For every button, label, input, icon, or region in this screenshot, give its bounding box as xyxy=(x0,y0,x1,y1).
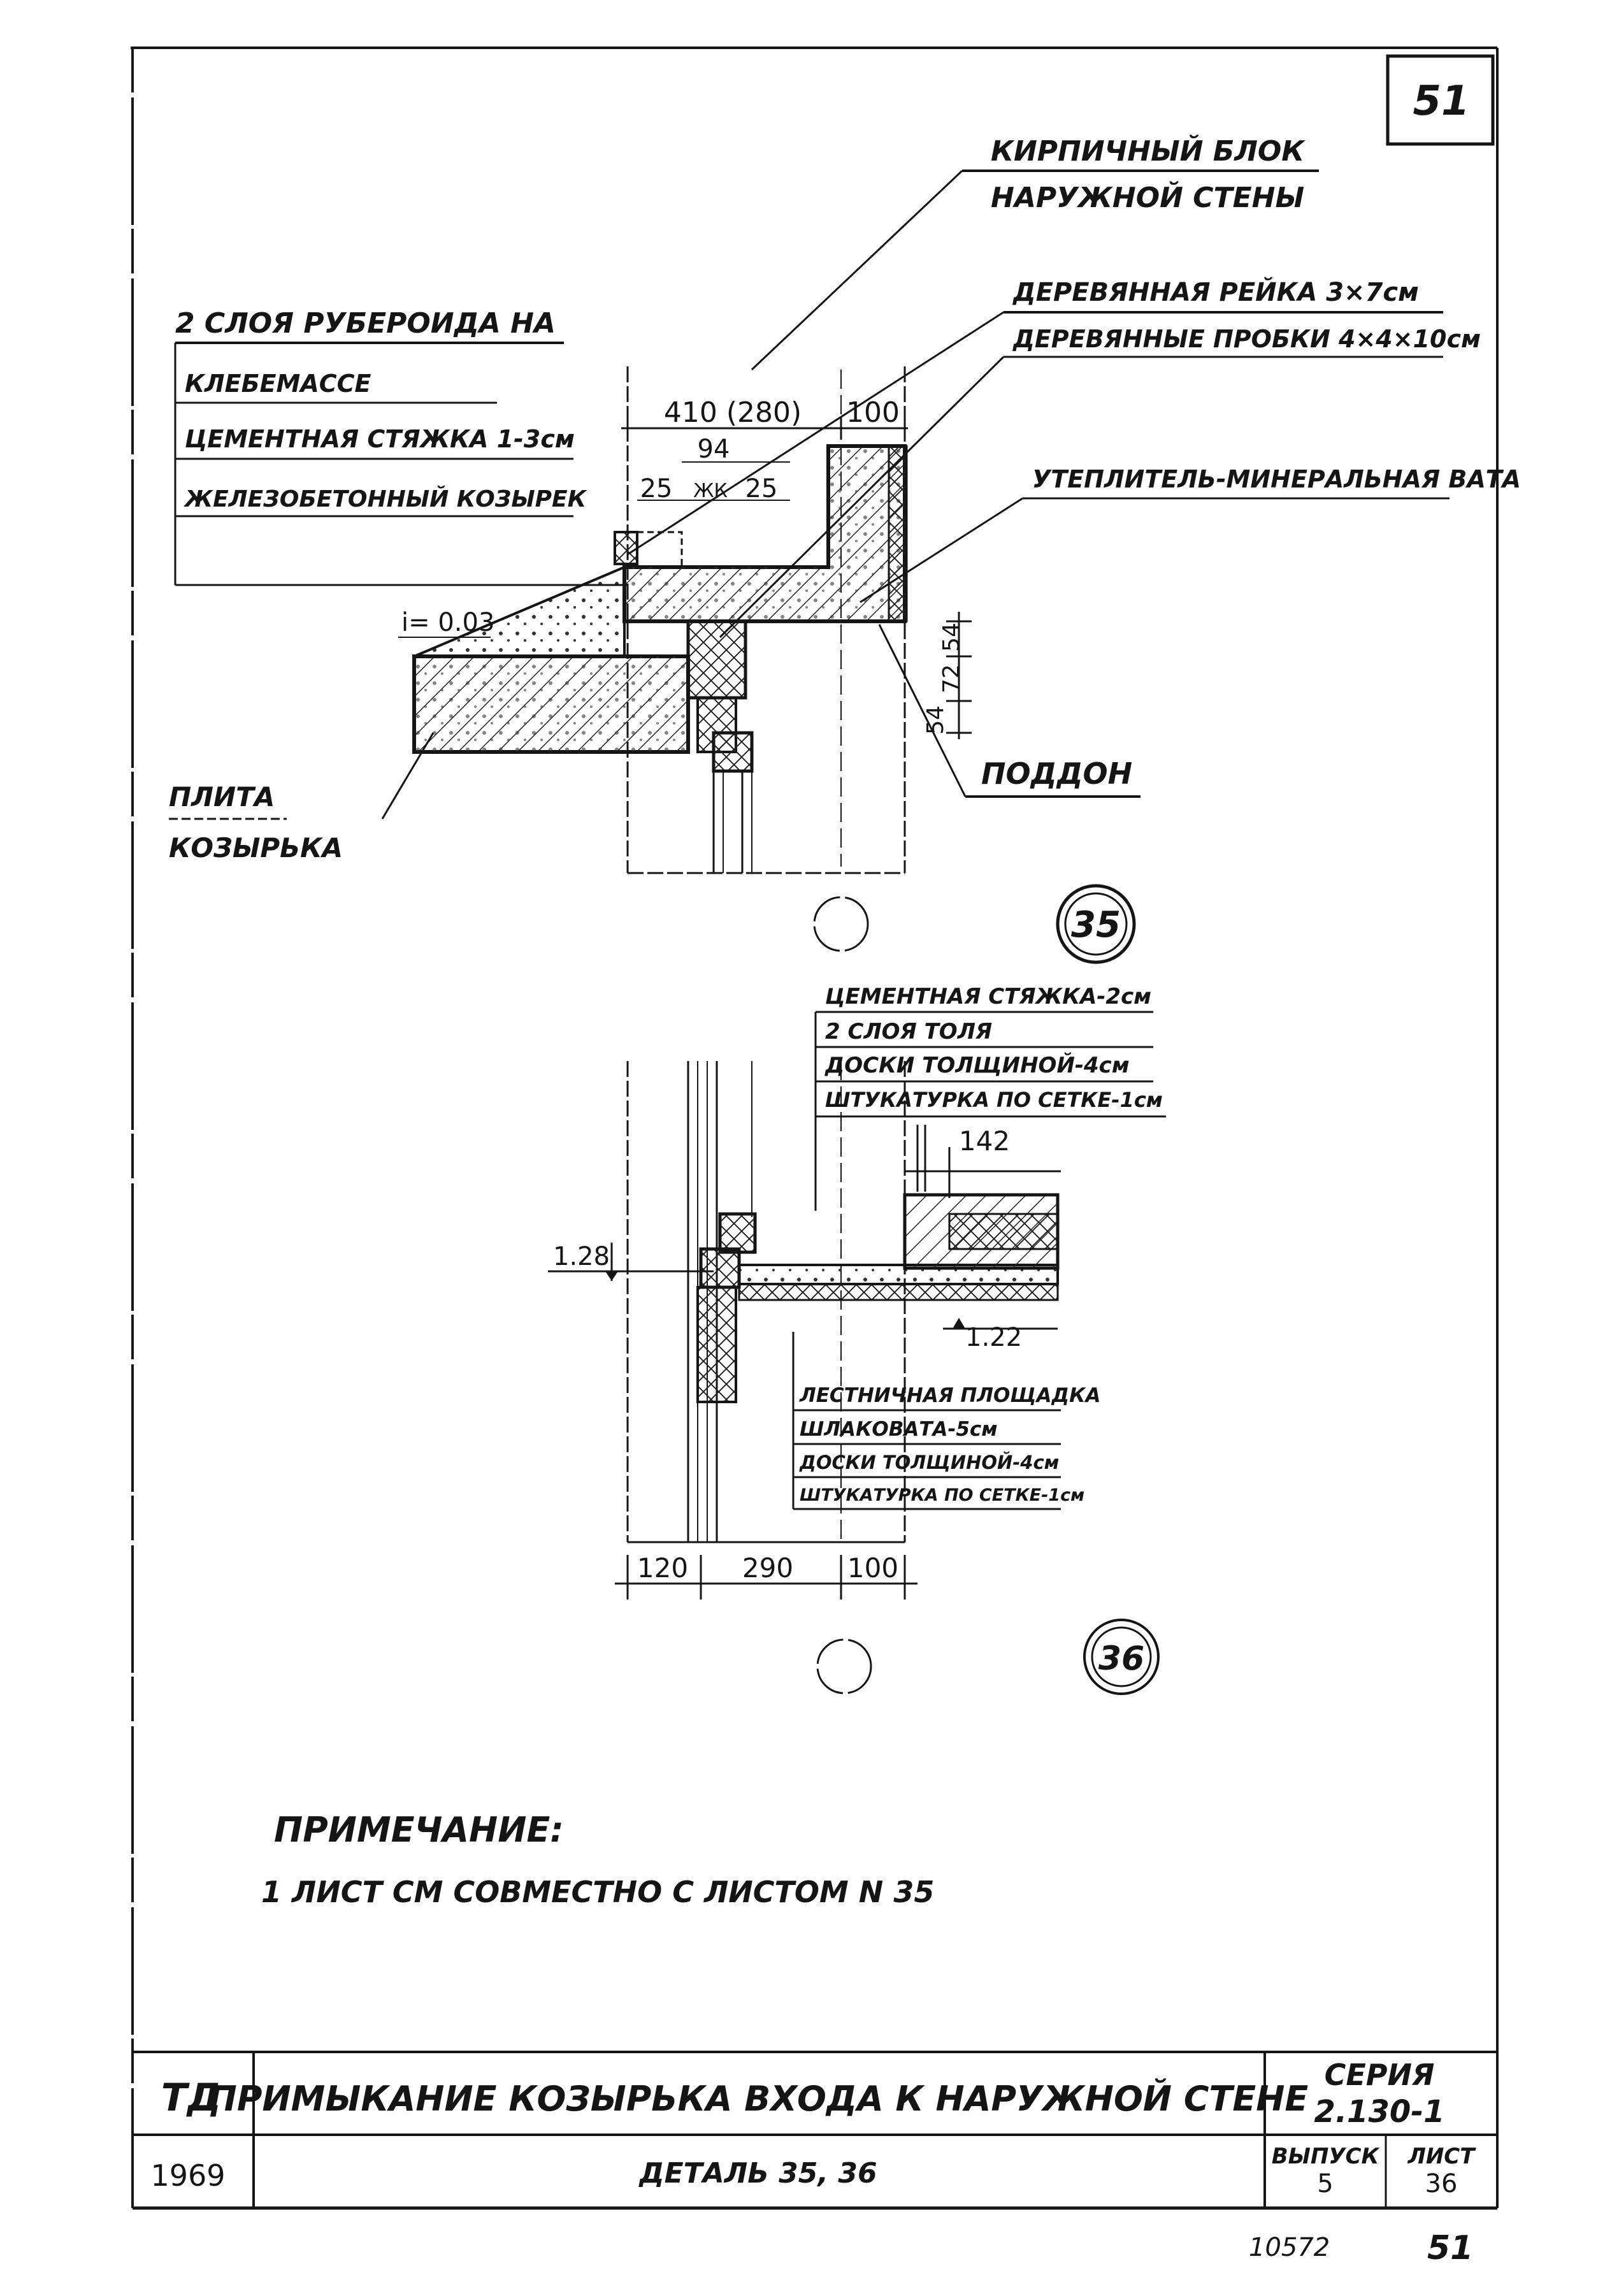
detail-35-layer-legend: 2 СЛОЯ РУБЕРОИДА НА КЛЕБЕМАССЕ ЦЕМЕНТНАЯ… xyxy=(174,307,628,586)
callout-insulation: УТЕПЛИТЕЛЬ-МИНЕРАЛЬНАЯ ВАТА xyxy=(1032,465,1521,493)
callout-slab-line1: ПЛИТА xyxy=(169,781,275,812)
top-layer-4: ШТУКАТУРКА ПО СЕТКЕ-1см xyxy=(825,1088,1163,1112)
series-label: СЕРИЯ xyxy=(1325,2058,1435,2092)
layer-2: КЛЕБЕМАССЕ xyxy=(185,370,371,398)
detail-35-number: 35 xyxy=(1071,904,1121,946)
layer-4: ЖЕЛЕЗОБЕТОННЫЙ КОЗЫРЕК xyxy=(183,486,587,512)
page-number: 51 xyxy=(1427,2229,1473,2267)
dim-left-offset: 25 xyxy=(640,474,673,503)
note-text: 1 ЛИСТ СМ СОВМЕСТНО С ЛИСТОМ N 35 xyxy=(261,1875,934,1909)
top-layer-2: 2 СЛОЯ ТОЛЯ xyxy=(825,1019,992,1044)
dim-wall-width: 410 (280) xyxy=(664,396,802,429)
drawing-subtitle: ДЕТАЛЬ 35, 36 xyxy=(638,2157,877,2190)
title-block-mark: ТД xyxy=(161,2076,221,2120)
series-value: 2.130-1 xyxy=(1314,2094,1444,2130)
dim-insulation-width: 100 xyxy=(846,396,900,429)
drawing-title: ПРИМЫКАНИЕ КОЗЫРЬКА ВХОДА К НАРУЖНОЙ СТЕ… xyxy=(208,2079,1309,2119)
sheet-label: ЛИСТ xyxy=(1407,2144,1477,2169)
sheet-number-box: 51 xyxy=(1386,54,1495,146)
slope-label: i= 0.03 xyxy=(401,608,494,637)
elevation-left: 1.28 xyxy=(553,1242,610,1271)
dim-rail-width: 94 xyxy=(698,435,730,464)
callout-pallet: ПОДДОН xyxy=(981,756,1132,791)
window-frame-bottom xyxy=(712,731,754,773)
cement-screed-wedge xyxy=(414,565,626,658)
note-heading: ПРИМЕЧАНИЕ: xyxy=(274,1810,564,1850)
title-block: ТД ПРИМЫКАНИЕ КОЗЫРЬКА ВХОДА К НАРУЖНОЙ … xyxy=(133,2051,1497,2208)
callout-slab-line2: КОЗЫРЬКА xyxy=(169,832,343,863)
dim-right-offset: 25 xyxy=(745,474,778,503)
dim-bottom-2: 290 xyxy=(742,1552,793,1584)
bottom-layer-4: ШТУКАТУРКА ПО СЕТКЕ-1см xyxy=(800,1485,1084,1505)
callout-wood-plugs: ДЕРЕВЯННЫЕ ПРОБКИ 4×4×10см xyxy=(1012,325,1481,353)
dim-142: 142 xyxy=(959,1125,1010,1157)
wood-plug xyxy=(614,531,638,565)
dim-vertical-1: 54 xyxy=(939,623,965,652)
issue-label: ВЫПУСК xyxy=(1272,2144,1381,2169)
dim-rail-mark: ЖК xyxy=(693,480,728,502)
elevation-right: 1.22 xyxy=(965,1323,1022,1352)
top-layer-1: ЦЕМЕНТНАЯ СТЯЖКА-2см xyxy=(825,984,1151,1009)
bottom-layer-1: ЛЕСТНИЧНАЯ ПЛОЩАДКА xyxy=(799,1384,1100,1407)
callout-brick-block-line1: КИРПИЧНЫЙ БЛОК xyxy=(991,134,1306,168)
detail-36-number: 36 xyxy=(1098,1640,1144,1678)
bottom-layer-3: ДОСКИ ТОЛЩИНОЙ-4см xyxy=(799,1452,1059,1473)
mineral-wool-insulation xyxy=(888,445,908,623)
detail-36-top-legend: ЦЕМЕНТНАЯ СТЯЖКА-2см 2 СЛОЯ ТОЛЯ ДОСКИ Т… xyxy=(814,984,1166,1211)
top-layer-3: ДОСКИ ТОЛЩИНОЙ-4см xyxy=(824,1052,1130,1078)
bottom-layer-2: ШЛАКОВАТА-5см xyxy=(800,1418,998,1441)
wall-plug-block xyxy=(696,1286,737,1403)
axis-marker-35 xyxy=(813,896,869,952)
layer-3: ЦЕМЕНТНАЯ СТЯЖКА 1-3см xyxy=(185,425,575,453)
axis-marker-36 xyxy=(816,1638,872,1694)
year: 1969 xyxy=(150,2158,225,2193)
window-frame-top xyxy=(686,619,747,700)
detail-36-marker xyxy=(1083,1619,1160,1695)
detail-35-marker xyxy=(1056,884,1136,964)
dim-vertical-2: 72 xyxy=(939,664,965,693)
dim-bottom-3: 100 xyxy=(847,1552,898,1584)
sheet-number-box-label: 51 xyxy=(1413,78,1469,125)
window-sill-frame xyxy=(718,1212,757,1254)
footer: 10572 51 xyxy=(1249,2229,1473,2267)
sheet-frame xyxy=(131,47,1499,2210)
issue-value: 5 xyxy=(1317,2169,1333,2199)
layer-1: 2 СЛОЯ РУБЕРОИДА НА xyxy=(175,307,556,340)
sheet-value: 36 xyxy=(1425,2169,1458,2199)
callout-brick-block-line2: НАРУЖНОЙ СТЕНЫ xyxy=(991,180,1304,214)
archive-number: 10572 xyxy=(1249,2233,1330,2262)
note: ПРИМЕЧАНИЕ: 1 ЛИСТ СМ СОВМЕСТНО С ЛИСТОМ… xyxy=(261,1810,934,1909)
wood-rail xyxy=(636,531,683,568)
detail-35: 410 (280) 100 94 25 25 ЖК i= 0.03 54 72 … xyxy=(169,134,1521,964)
dim-bottom-1: 120 xyxy=(637,1552,688,1584)
callout-wood-rail: ДЕРЕВЯННАЯ РЕЙКА 3×7см xyxy=(1012,277,1419,307)
detail-36: 142 1.28 1.22 120 290 100 ЦЕМЕНТНАЯ СТЯЖ… xyxy=(548,984,1166,1695)
detail-36-bottom-legend: ЛЕСТНИЧНАЯ ПЛОЩАДКА ШЛАКОВАТА-5см ДОСКИ … xyxy=(792,1332,1100,1510)
